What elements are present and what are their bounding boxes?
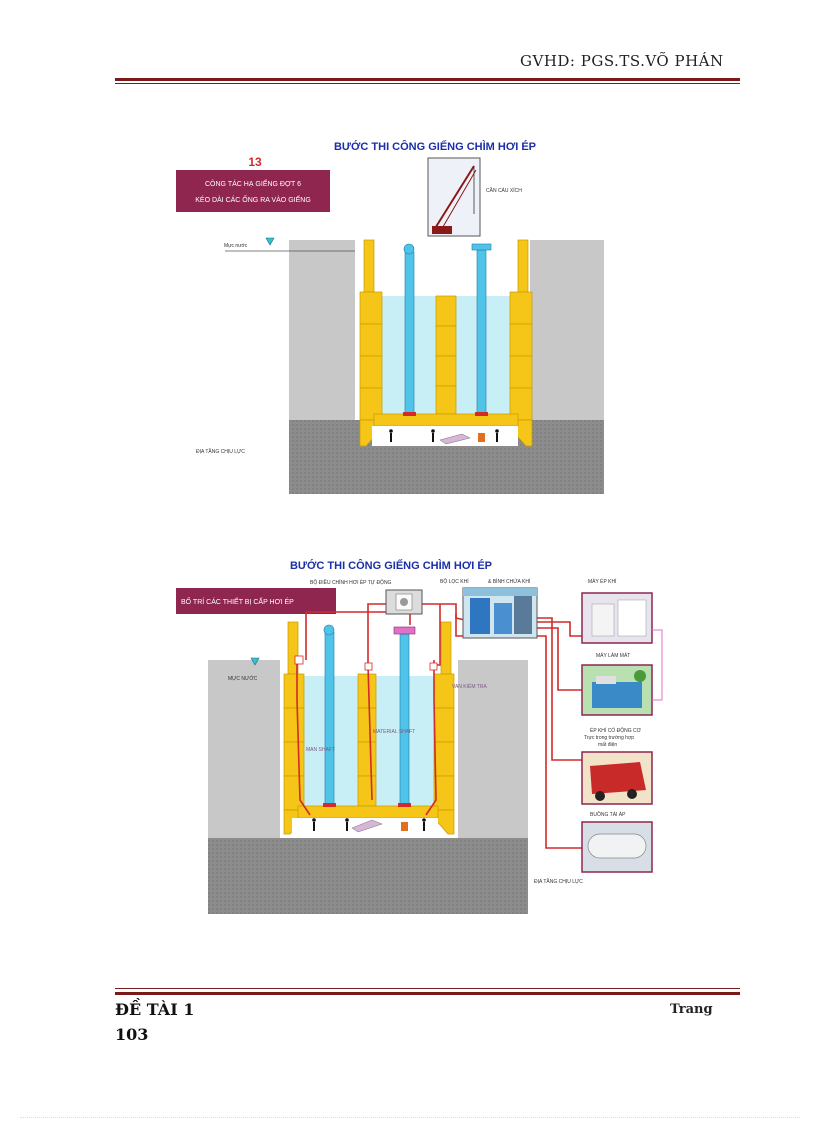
- water-level-icon: [265, 237, 275, 246]
- fig2-wall-right: [433, 621, 455, 835]
- figure2-info-box: [176, 588, 336, 614]
- compressor-label: MÁY ÉP KHÍ: [588, 578, 617, 585]
- fig2-soil-bearing: [208, 838, 528, 914]
- filter-tank-photo: [462, 587, 538, 639]
- fig2-man-shaft-pipe: [323, 624, 336, 807]
- fig2-wall-left: [283, 621, 305, 835]
- caisson-wall-middle: [435, 295, 457, 415]
- valve-label: VAN KIỂM TRA: [452, 683, 487, 690]
- footer-rule-thin: [115, 988, 740, 989]
- footer-page-number: 103: [115, 1025, 149, 1044]
- footer-page-label: Trang: [670, 1002, 713, 1017]
- man-shaft-label: MAN SHAFT: [306, 747, 335, 753]
- regulator-photo: [385, 589, 423, 615]
- fig2-material-shaft-pipe: [393, 626, 416, 831]
- man-shaft-pipe: [403, 243, 416, 416]
- fig2-workers: [312, 818, 426, 833]
- footer-rule-thick: [115, 992, 740, 995]
- fig2-water-level-icon: [250, 657, 260, 666]
- page-bottom-divider: [20, 1117, 800, 1118]
- backup-compressor-photo: [581, 751, 653, 805]
- filter-label: BỘ LỌC KHÍ: [440, 578, 469, 585]
- figure1-ground-label: ĐỊA TẦNG CHỊU LỰC: [196, 448, 245, 455]
- figure1-box-line1: CÔNG TÁC HẠ GIẾNG ĐỢT 6: [205, 178, 301, 188]
- figure2-box-label: BỐ TRÍ CÁC THIẾT BỊ CẤP HƠI ÉP: [181, 596, 294, 606]
- crane-label: CẦN CẨU XÍCH: [486, 187, 522, 194]
- material-shaft-label: MATERIAL SHAFT: [373, 729, 415, 735]
- cooler-label: MÁY LÀM MÁT: [596, 652, 630, 659]
- figure2-title: BƯỚC THI CÔNG GIẾNG CHÌM HƠI ÉP: [290, 559, 492, 572]
- equipment-connector: [652, 629, 663, 701]
- fig2-wall-middle: [357, 673, 377, 807]
- material-shaft-pipe: [471, 243, 492, 442]
- regulator-label: BỘ ĐIỀU CHỈNH HƠI ÉP TỰ ĐỘNG: [310, 579, 392, 586]
- backup-label-2: Trực trong trường hợp: [584, 735, 634, 741]
- workers: [389, 429, 499, 445]
- fig2-slab: [297, 805, 439, 819]
- backup-label-1: ÉP KHÍ CÓ ĐỘNG CƠ: [590, 727, 642, 734]
- header-rule-thick: [115, 78, 740, 81]
- water-label: Mực nước: [224, 243, 248, 249]
- footer-topic: ĐỀ TÀI 1: [115, 1000, 195, 1019]
- header-rule-thin: [115, 83, 740, 84]
- compressor-photo: [581, 592, 653, 644]
- figure1-box-line2: KÉO DÀI CÁC ỐNG RA VÀO GIẾNG: [195, 194, 311, 204]
- receiver-photo: [581, 821, 653, 873]
- caisson-wall-left: [359, 239, 383, 447]
- figure1-info-box: [176, 170, 330, 212]
- fig2-water-label: MỰC NƯỚC: [228, 675, 258, 682]
- cooler-photo: [581, 664, 653, 716]
- tank-label: & BÌNH CHỨA KHÍ: [488, 578, 531, 585]
- figure1-title: BƯỚC THI CÔNG GIẾNG CHÌM HƠI ÉP: [334, 140, 536, 153]
- crane-photo: [427, 157, 481, 237]
- backup-label-3: mất điện: [598, 742, 617, 748]
- receiver-label: BUỒNG TÀI ÁP: [590, 811, 626, 818]
- header-advisor: GVHD: PGS.TS.VÕ PHÁN: [520, 52, 724, 70]
- figure2-ground-label: ĐỊA TẦNG CHỊU LỰC: [534, 878, 583, 885]
- figure1-step-number: 13: [248, 155, 262, 169]
